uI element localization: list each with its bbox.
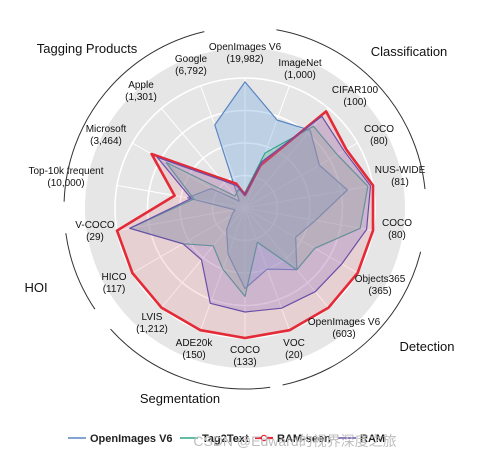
grid-spoke-12	[161, 207, 246, 308]
legend-label-3: RAM-seen	[277, 433, 331, 445]
group-bracket-3	[282, 251, 422, 386]
axis-label-6: COCO	[382, 218, 412, 229]
axis-label-11: ADE20k	[176, 338, 214, 349]
axis-count-8: (603)	[332, 329, 355, 340]
axis-label-13: HICO	[102, 272, 127, 283]
axis-label-14: V-COCO	[75, 220, 115, 231]
legend-label-1: OpenImages V6	[90, 433, 173, 445]
legend-marker-3	[260, 434, 268, 442]
group-bracket-2	[276, 29, 426, 190]
axis-label-2: ImageNet	[278, 58, 322, 69]
axis-label-17: Apple	[128, 80, 154, 91]
legend: OpenImages V6 Tag2Text RAM-seen RAM	[68, 433, 385, 445]
axis-count-17: (1,301)	[125, 92, 157, 103]
group-bracket-5	[65, 233, 96, 310]
axis-label-8: OpenImages V6	[308, 317, 381, 328]
grid-spoke-14	[116, 207, 246, 232]
grid-spoke-8	[244, 207, 329, 308]
axis-count-13: (117)	[103, 284, 126, 295]
axis-count-9: (20)	[285, 350, 303, 361]
grid-spoke-13	[132, 207, 246, 274]
radar-series	[115, 81, 375, 340]
axis-label-1: OpenImages V6	[209, 42, 282, 53]
axis-count-11: (150)	[182, 350, 205, 361]
grid-spoke-7	[244, 207, 358, 274]
legend-label-2: Tag2Text	[202, 433, 249, 445]
group-bracket-4	[110, 328, 271, 390]
axis-count-5: (81)	[391, 177, 409, 188]
group-label-5: HOI	[24, 280, 47, 295]
series-ram	[129, 115, 372, 313]
axis-label-12: LVIS	[142, 312, 163, 323]
group-label-1: Tagging Products	[37, 41, 138, 56]
grid-spoke-17	[161, 108, 246, 209]
axis-count-6: (80)	[388, 230, 406, 241]
grid-spoke-4	[244, 142, 358, 209]
axis-count-12: (1,212)	[136, 324, 168, 335]
axis-count-10: (133)	[233, 357, 256, 368]
axis-label-5: NUS-WIDE	[375, 165, 426, 176]
grid-spoke-15	[116, 184, 246, 209]
grid-spoke-6	[244, 207, 374, 232]
axis-count-18: (6,792)	[175, 66, 207, 77]
group-brackets: Tagging Products ClassificationDetectionS…	[24, 29, 455, 406]
series-openimages-v6	[186, 81, 348, 290]
axis-count-1: (19,982)	[226, 54, 263, 65]
series-ram-seen	[115, 110, 375, 340]
axis-count-2: (1,000)	[284, 70, 316, 81]
axis-count-3: (100)	[343, 97, 366, 108]
group-label-4: Segmentation	[140, 391, 220, 406]
group-label-2: Classification	[371, 44, 448, 59]
axis-label-3: CIFAR100	[332, 85, 379, 96]
grid-spoke-3	[244, 108, 329, 209]
axis-label-16: Microsoft	[86, 124, 127, 135]
axis-label-9: VOC	[283, 338, 305, 349]
axis-labels: OpenImages V6(19,982)ImageNet(1,000)CIFA…	[28, 42, 425, 368]
axis-count-4: (80)	[370, 136, 388, 147]
group-bracket-1	[63, 31, 205, 202]
grid-spoke-5	[244, 184, 374, 209]
grid-spoke-18	[200, 85, 246, 209]
axis-label-4: COCO	[364, 124, 394, 135]
axis-label-10: COCO	[230, 345, 260, 356]
grid-spoke-2	[244, 85, 290, 209]
group-label-3: Detection	[400, 339, 455, 354]
axis-count-14: (29)	[86, 232, 104, 243]
axis-count-7: (365)	[368, 286, 391, 297]
axis-count-16: (3,464)	[90, 136, 122, 147]
axis-label-7: Objects365	[355, 274, 406, 285]
legend-label-4: RAM	[360, 433, 385, 445]
axis-label-18: Google	[175, 54, 208, 65]
watermark-text: CSDN @Edward的视界深度之旅	[193, 433, 396, 449]
series-tag2text	[129, 125, 369, 297]
axis-label-15: Top-10k frequent	[28, 166, 103, 177]
